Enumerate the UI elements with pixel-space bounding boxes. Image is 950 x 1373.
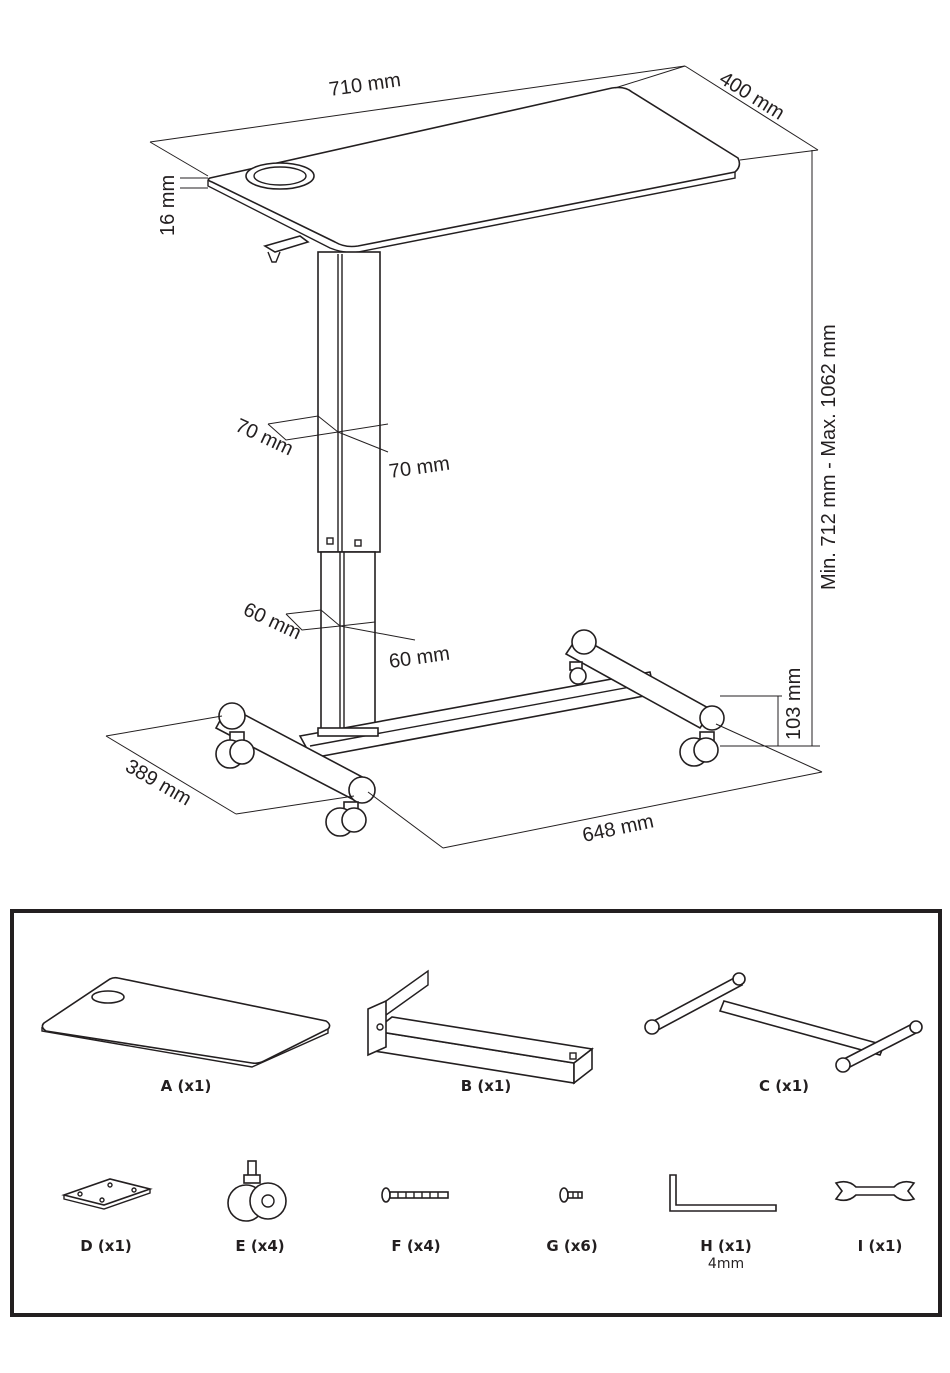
base-frame-icon: [645, 973, 922, 1072]
part-label-e: E (x4): [200, 1237, 320, 1255]
dim-base-width: 648 mm: [580, 810, 655, 847]
caster-front-right: [326, 802, 366, 836]
dim-lower-a: 60 mm: [240, 599, 305, 645]
desktop-panel-icon: [42, 978, 330, 1067]
caster-wheel-icon: [228, 1161, 286, 1221]
part-label-h: H (x1): [666, 1237, 786, 1255]
part-label-g: G (x6): [512, 1237, 632, 1255]
dim-depth: 400 mm: [715, 68, 788, 125]
table-diagram: 710 mm 400 mm 16 mm Min. 712 mm - Max. 1…: [0, 0, 950, 900]
dim-height-range: Min. 712 mm - Max. 1062 mm: [818, 324, 840, 590]
wrench-icon: [836, 1182, 914, 1201]
mounting-plate-icon: [64, 1179, 150, 1209]
base: [216, 630, 724, 803]
part-sublabel-h: 4mm: [686, 1256, 766, 1272]
part-label-f: F (x4): [356, 1237, 476, 1255]
dim-thickness: 16 mm: [157, 175, 179, 236]
part-label-d: D (x1): [46, 1237, 166, 1255]
part-label-b: B (x1): [426, 1077, 546, 1095]
caster-back-left: [570, 662, 586, 684]
dim-lower-b: 60 mm: [388, 643, 452, 673]
short-screw-icon: [560, 1188, 582, 1202]
desktop: [208, 88, 739, 263]
long-bolt-icon: [382, 1188, 448, 1202]
dim-base-height: 103 mm: [783, 668, 805, 740]
lower-column: [321, 552, 375, 732]
upper-column: [318, 252, 380, 552]
dim-upper-b: 70 mm: [388, 453, 452, 483]
part-label-c: C (x1): [724, 1077, 844, 1095]
part-label-a: A (x1): [126, 1077, 246, 1095]
part-label-i: I (x1): [820, 1237, 940, 1255]
column-icon: [368, 971, 592, 1083]
parts-list: A (x1) B (x1) C (x1) D (x1) E (x4) F (x4…: [10, 909, 942, 1317]
allen-key-icon: [670, 1175, 776, 1211]
caster-back-right: [680, 732, 718, 766]
dim-width: 710 mm: [328, 69, 403, 101]
